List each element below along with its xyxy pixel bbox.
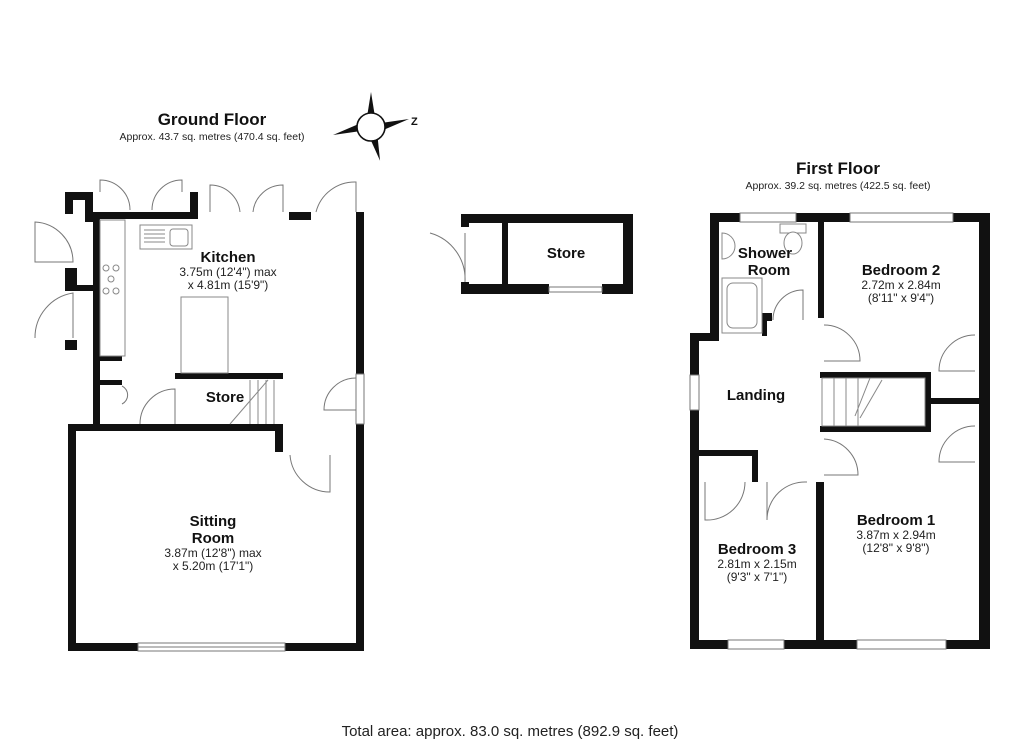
store-label: Store: [206, 389, 244, 406]
shower-tray-icon: [721, 277, 763, 334]
kitchen-label: Kitchen: [200, 249, 255, 266]
hob-icon: [102, 264, 120, 295]
stairs-icon: [821, 377, 926, 427]
shower-room-label-line2: Room: [748, 262, 791, 279]
first-floor-title: First Floor: [796, 159, 880, 178]
first-floor-plan: Shower Room Bedroom 2 2.72m x 2.84m (8'1…: [689, 212, 990, 650]
landing-label: Landing: [727, 387, 785, 404]
bedroom3-dim1: 2.81m x 2.15m: [717, 557, 796, 571]
total-area: Total area: approx. 83.0 sq. metres (892…: [342, 723, 679, 740]
first-floor-area: Approx. 39.2 sq. metres (422.5 sq. feet): [745, 180, 930, 192]
compass-rose-icon: Z: [333, 92, 418, 161]
compass-label: Z: [411, 116, 418, 128]
bedroom3-dim2: (9'3" x 7'1"): [727, 570, 787, 584]
bedroom1-dim2: (12'8" x 9'8"): [862, 541, 929, 555]
basin-icon: [721, 232, 736, 260]
bedroom2-dim2: (8'11" x 9'4"): [868, 291, 934, 305]
ground-floor-header: Ground Floor Approx. 43.7 sq. metres (47…: [119, 110, 304, 143]
bedroom2-label: Bedroom 2: [862, 262, 940, 279]
outbuilding-store: Store: [429, 214, 633, 294]
ground-floor-plan: Kitchen 3.75m (12'4") max x 4.81m (15'9"…: [34, 179, 365, 652]
bedroom3-label: Bedroom 3: [718, 541, 796, 558]
ground-floor-title: Ground Floor: [158, 110, 267, 129]
sitting-room-label-line2: Room: [192, 530, 235, 547]
first-floor-header: First Floor Approx. 39.2 sq. metres (422…: [745, 159, 930, 192]
sitting-room-dim2: x 5.20m (17'1"): [173, 559, 254, 573]
sitting-room-label-line1: Sitting: [190, 513, 237, 530]
drainer-lines: [144, 229, 165, 243]
kitchen-dim1: 3.75m (12'4") max: [179, 265, 276, 279]
bedroom2-dim1: 2.72m x 2.84m: [861, 278, 940, 292]
toilet-icon: [779, 223, 807, 255]
ground-floor-area: Approx. 43.7 sq. metres (470.4 sq. feet): [119, 131, 304, 143]
sink-icon: [169, 228, 189, 247]
kitchen-dim2: x 4.81m (15'9"): [188, 278, 269, 292]
shower-room-label-line1: Shower: [738, 245, 792, 262]
stairs-icon: [229, 379, 275, 425]
sitting-room-dim1: 3.87m (12'8") max: [164, 546, 261, 560]
bedroom1-label: Bedroom 1: [857, 512, 935, 529]
bedroom1-dim1: 3.87m x 2.94m: [856, 528, 935, 542]
outbuilding-store-label: Store: [547, 245, 585, 262]
